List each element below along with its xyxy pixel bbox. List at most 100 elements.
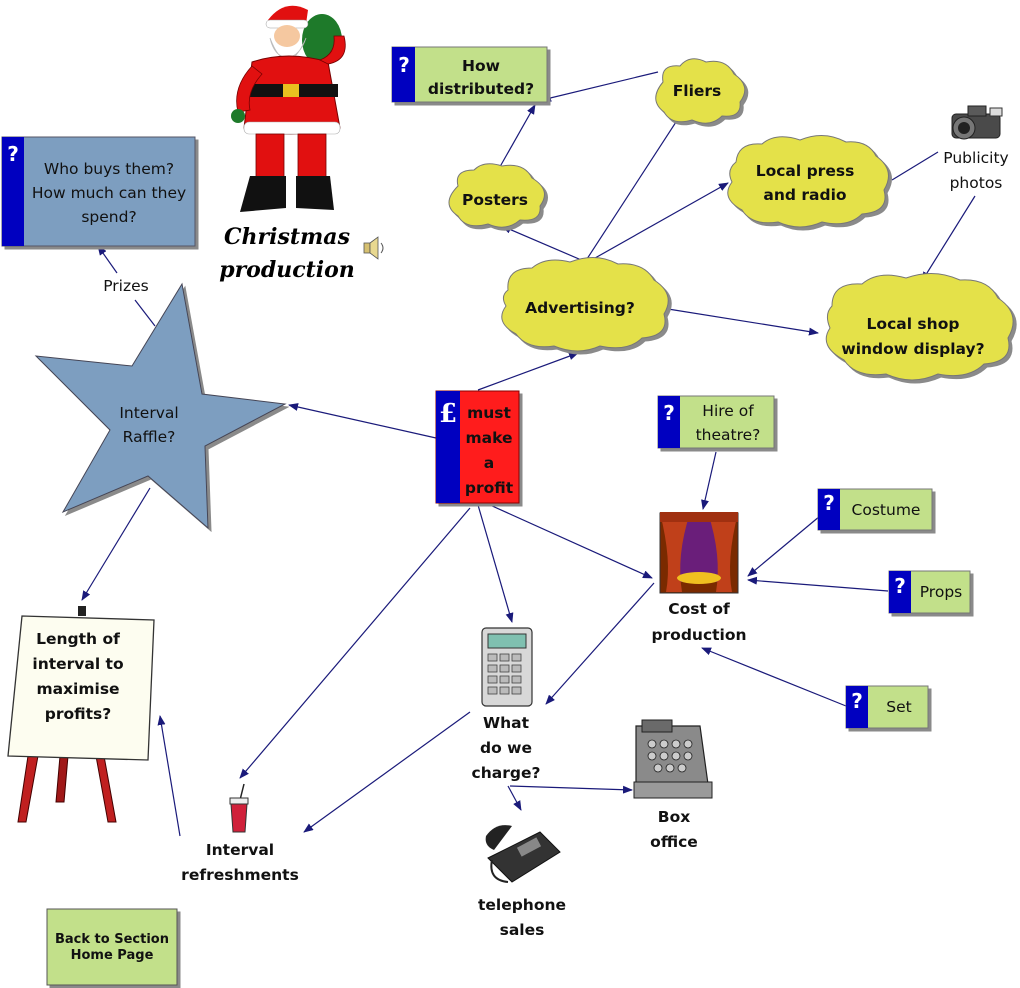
press-cloud[interactable] bbox=[727, 135, 889, 228]
arrow-profit-to-charge bbox=[477, 504, 514, 623]
arrow-cost-to-charge bbox=[545, 582, 655, 705]
profit-label-2: make bbox=[465, 429, 512, 447]
press-label-2: and radio bbox=[763, 186, 846, 204]
raffle-label-2: Raffle? bbox=[123, 428, 176, 446]
cost-label-2: production bbox=[651, 626, 746, 644]
arrow-press-to-publicity bbox=[891, 151, 939, 181]
shop-cloud[interactable] bbox=[825, 273, 1014, 381]
arrow-costume-to-cost bbox=[747, 515, 821, 577]
arrow-profit-to-cost bbox=[489, 504, 653, 579]
publicity-label-2: photos bbox=[950, 174, 1003, 192]
props-label: Props bbox=[920, 583, 963, 601]
arrow-advertising-to-fliers bbox=[584, 121, 677, 263]
pound-sign-icon: £ bbox=[439, 399, 457, 429]
question-mark-icon: ? bbox=[663, 401, 675, 425]
arrow-hire-to-cost bbox=[701, 451, 717, 510]
raffle-star[interactable] bbox=[34, 282, 287, 530]
publicity-label-1: Publicity bbox=[943, 149, 1008, 167]
arrow-advertising-to-shop bbox=[667, 308, 819, 336]
distributed-box[interactable] bbox=[391, 46, 548, 103]
costume-label: Costume bbox=[852, 501, 921, 519]
set-box[interactable] bbox=[845, 685, 929, 729]
arrow-props-to-cost bbox=[747, 576, 889, 592]
set-label: Set bbox=[886, 698, 911, 716]
who-buys-label-1: Who buys them? bbox=[44, 160, 174, 178]
press-label-1: Local press bbox=[756, 162, 855, 180]
telephone-label-2: sales bbox=[500, 921, 545, 939]
arrow-advertising-to-posters bbox=[501, 225, 587, 263]
title-line-2: production bbox=[219, 257, 355, 283]
arrow-profit-to-advertising bbox=[477, 352, 579, 391]
question-mark-icon: ? bbox=[894, 574, 906, 598]
interval-length-label-1: Length of bbox=[36, 630, 120, 648]
back-button-label-2[interactable]: Home Page bbox=[71, 948, 154, 963]
cost-label-1: Cost of bbox=[668, 600, 730, 618]
advertising-cloud[interactable] bbox=[501, 257, 669, 352]
theatre-curtain-icon[interactable] bbox=[659, 512, 739, 594]
props-box[interactable] bbox=[888, 570, 971, 614]
connectors bbox=[81, 71, 976, 837]
title-line-1: Christmas bbox=[224, 224, 350, 250]
back-button-label-1[interactable]: Back to Section bbox=[55, 932, 169, 947]
back-to-section-home-button[interactable] bbox=[46, 908, 178, 986]
calculator-icon[interactable] bbox=[481, 627, 533, 707]
arrow-raffle-to-interval-length bbox=[81, 487, 151, 601]
refreshments-label-1: Interval bbox=[206, 841, 274, 859]
distributed-label-2: distributed? bbox=[428, 80, 534, 98]
arrow-profit-to-refreshments bbox=[239, 507, 471, 779]
hire-box[interactable] bbox=[657, 395, 775, 449]
arrow-advertising-to-press bbox=[587, 182, 729, 263]
charge-label-2: do we bbox=[480, 739, 532, 757]
prizes-label: Prizes bbox=[103, 277, 149, 295]
camera-icon bbox=[951, 105, 1003, 140]
fliers-label: Fliers bbox=[673, 82, 722, 100]
distributed-label-1: How bbox=[462, 57, 500, 75]
arrow-fliers-to-distributed bbox=[541, 71, 659, 102]
telephone-icon[interactable] bbox=[485, 825, 561, 883]
profit-box[interactable] bbox=[435, 390, 520, 504]
arrow-posters-to-distributed bbox=[496, 104, 536, 173]
arrow-charge-to-boxoffice bbox=[509, 785, 633, 794]
profit-label-1: must bbox=[467, 404, 511, 422]
posters-cloud[interactable] bbox=[448, 163, 545, 228]
boxoffice-label-2: office bbox=[650, 833, 698, 851]
hire-label-1: Hire of bbox=[702, 402, 754, 420]
shop-label-1: Local shop bbox=[867, 315, 960, 333]
arrow-prizes-to-whobuys bbox=[97, 245, 118, 274]
drink-cup-icon[interactable] bbox=[229, 783, 249, 833]
shop-label-2: window display? bbox=[841, 340, 984, 358]
arrow-profit-to-raffle bbox=[288, 403, 437, 439]
advertising-label: Advertising? bbox=[525, 299, 635, 317]
charge-label-1: What bbox=[483, 714, 530, 732]
posters-label: Posters bbox=[462, 191, 528, 209]
interval-length-label-3: maximise bbox=[36, 680, 119, 698]
question-mark-icon: ? bbox=[398, 53, 410, 77]
cash-register-icon[interactable] bbox=[633, 719, 713, 799]
question-mark-icon: ? bbox=[7, 142, 19, 166]
raffle-label-1: Interval bbox=[119, 404, 178, 422]
who-buys-box[interactable] bbox=[1, 136, 196, 247]
who-buys-label-2: How much can they bbox=[32, 184, 186, 202]
telephone-label-1: telephone bbox=[478, 896, 566, 914]
costume-box[interactable] bbox=[817, 488, 933, 531]
arrow-charge-to-refreshments bbox=[303, 711, 471, 833]
arrow-publicity-to-shop bbox=[921, 195, 976, 282]
santa-claus-icon bbox=[231, 5, 346, 212]
refreshments-label-2: refreshments bbox=[181, 866, 299, 884]
easel-icon[interactable] bbox=[7, 606, 155, 823]
arrow-set-to-cost bbox=[701, 647, 847, 707]
interval-length-label-2: interval to bbox=[32, 655, 123, 673]
interval-length-label-4: profits? bbox=[45, 705, 112, 723]
arrow-refreshments-to-interval-length bbox=[157, 715, 181, 837]
profit-label-3: a bbox=[484, 454, 494, 472]
profit-label-4: profit bbox=[465, 479, 514, 497]
arrow-charge-to-telephone bbox=[507, 785, 522, 811]
speaker-icon[interactable] bbox=[363, 236, 384, 260]
question-mark-icon: ? bbox=[823, 491, 835, 515]
charge-label-3: charge? bbox=[472, 764, 541, 782]
who-buys-label-3: spend? bbox=[81, 208, 136, 226]
boxoffice-label-1: Box bbox=[658, 808, 690, 826]
hire-label-2: theatre? bbox=[696, 426, 761, 444]
fliers-cloud[interactable] bbox=[655, 58, 746, 124]
